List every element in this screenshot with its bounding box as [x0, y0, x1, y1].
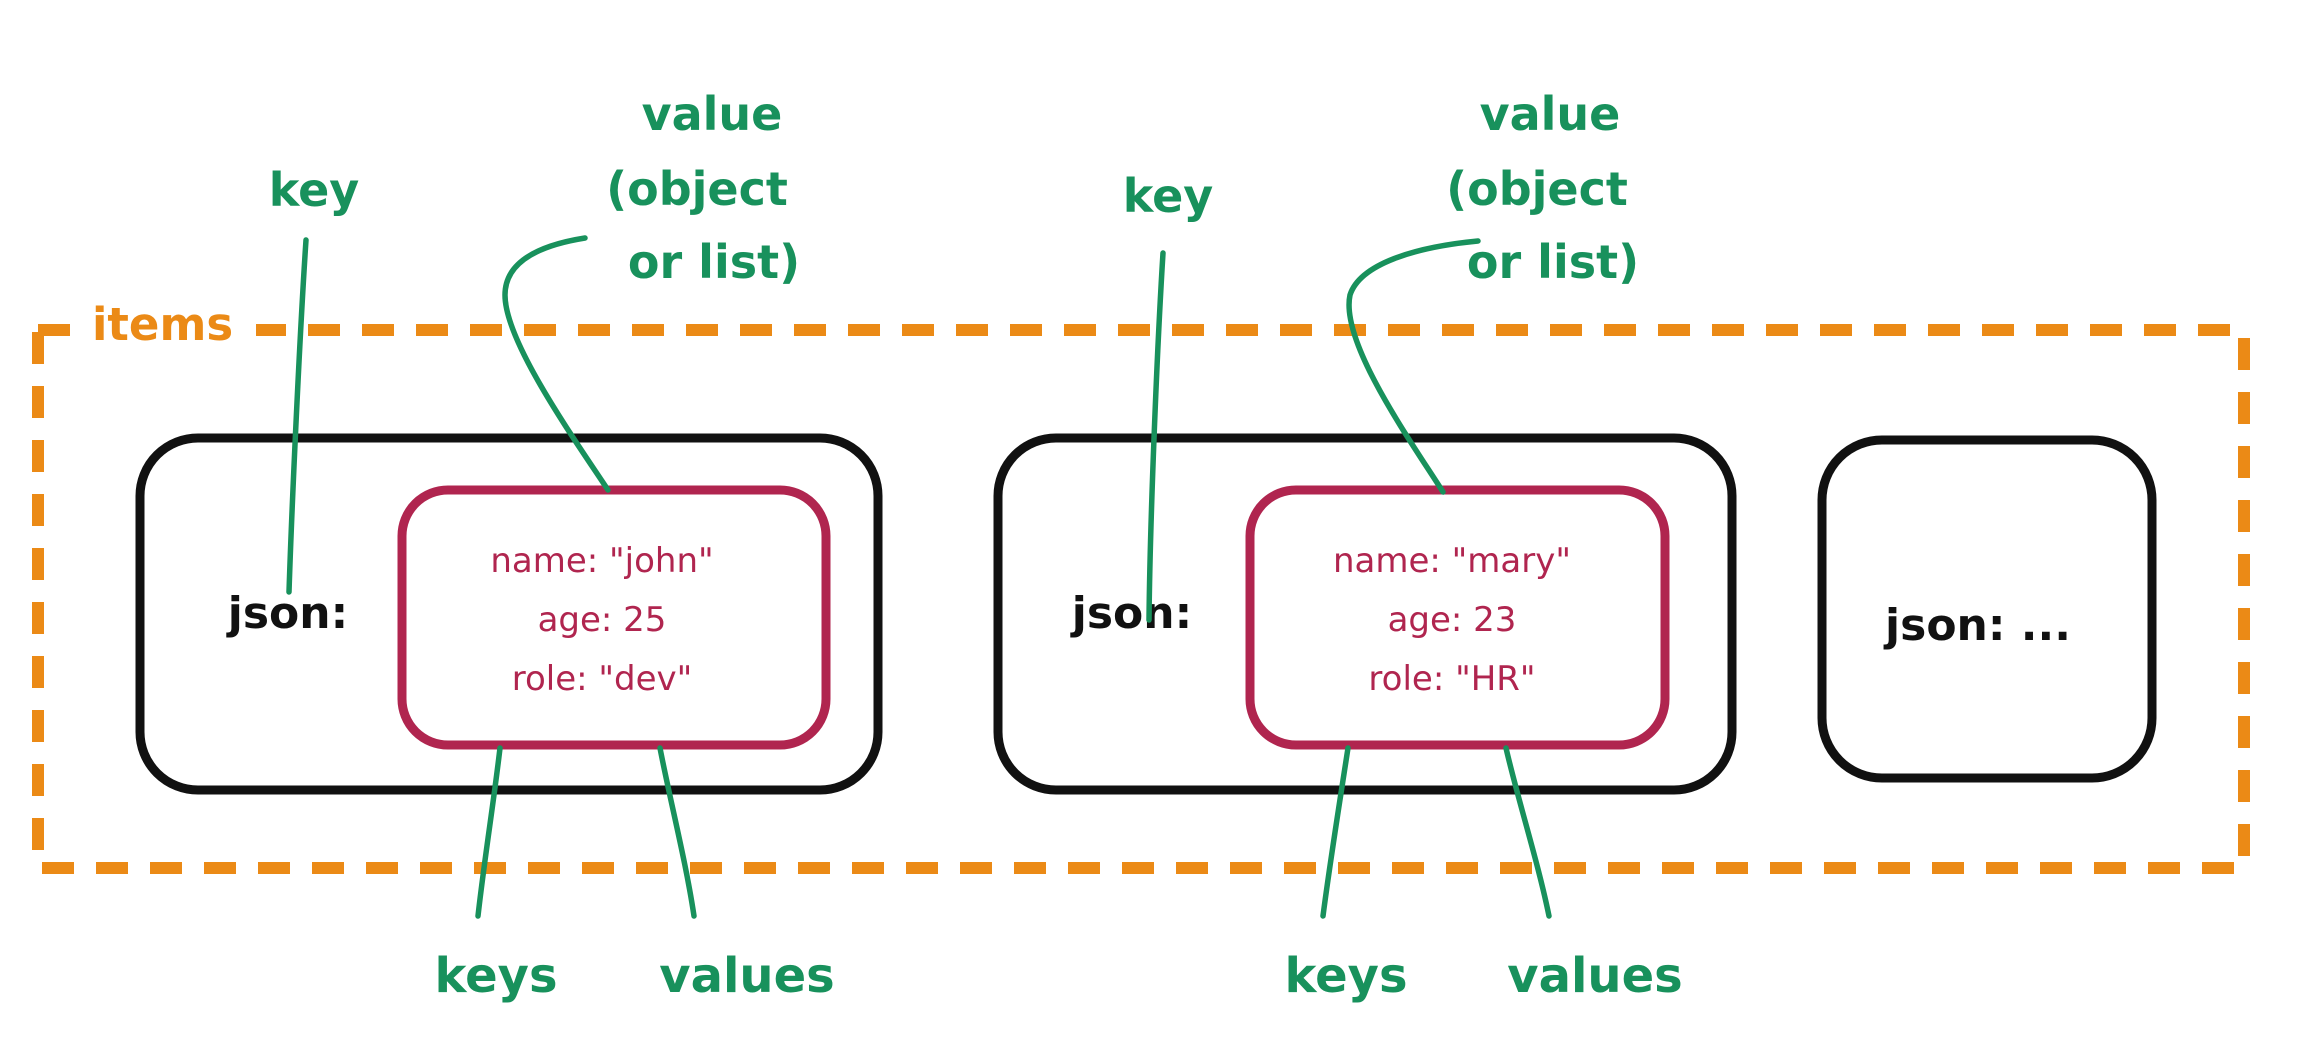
- value-annotation-2-line-1: value: [1480, 87, 1621, 141]
- record-1-field-name: name: "john": [490, 541, 713, 581]
- keys-connector-line-2: [1320, 745, 1351, 919]
- items-label: items: [92, 298, 233, 351]
- values-annotation-2: values: [1507, 948, 1682, 1004]
- value-annotation-2-line-3: or list): [1467, 235, 1639, 289]
- values-annotation-1: values: [659, 948, 834, 1004]
- value-annotation-1-line-1: value: [642, 87, 783, 141]
- record-1-field-age: age: 25: [538, 600, 667, 640]
- record-1-key-label: json:: [226, 588, 348, 639]
- record-3-key-label: json: ...: [1883, 600, 2071, 651]
- items-dashed-container: [32, 324, 2250, 874]
- record-box-1: [135, 433, 883, 795]
- key-annotation-1: key: [269, 163, 360, 217]
- key-connector-line-1: [286, 237, 309, 595]
- values-connector-line-1: [657, 745, 697, 919]
- value-connector-line-1: [502, 235, 611, 493]
- value-annotation-1-line-2: (object: [606, 162, 788, 216]
- items-label-backing: [84, 296, 256, 352]
- value-annotation-1-line-3: or list): [628, 235, 800, 289]
- values-connector-line-2: [1503, 745, 1552, 919]
- record-2-value-box: [1245, 485, 1670, 750]
- keys-annotation-1: keys: [434, 948, 557, 1004]
- record-1-field-role: role: "dev": [512, 659, 693, 699]
- record-1-value-box: [397, 485, 831, 750]
- key-annotation-2: key: [1123, 169, 1214, 223]
- value-annotation-2-line-2: (object: [1446, 162, 1628, 216]
- record-2-field-name: name: "mary": [1333, 541, 1571, 581]
- keys-connector-line-1: [475, 745, 503, 919]
- record-2-field-role: role: "HR": [1368, 659, 1535, 699]
- record-2-field-age: age: 23: [1388, 600, 1517, 640]
- value-connector-line-2: [1346, 238, 1481, 495]
- record-2-key-label: json:: [1070, 588, 1192, 639]
- keys-annotation-2: keys: [1284, 948, 1407, 1004]
- record-box-2: [993, 433, 1737, 795]
- record-box-3: [1817, 435, 2157, 783]
- key-connector-line-2: [1146, 250, 1166, 623]
